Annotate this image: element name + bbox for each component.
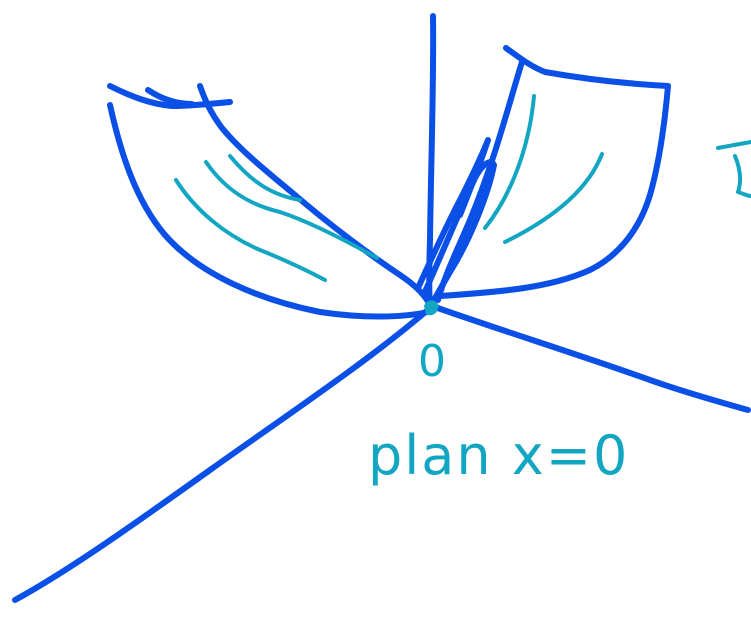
- edge-mark-top: [716, 140, 751, 150]
- right-axis-branch: [429, 303, 751, 413]
- right-petal-inner-edge: [435, 59, 525, 303]
- left-petal-top-edge-2: [145, 87, 195, 107]
- right-petal-outer-edge: [437, 83, 671, 299]
- right-shading-2: [503, 152, 604, 244]
- left-shading-2: [204, 160, 379, 260]
- left-shading-1: [174, 178, 327, 282]
- spike-stroke-2: [415, 137, 491, 291]
- spike-stroke-1: [421, 159, 497, 307]
- right-shading-1: [483, 94, 536, 230]
- origin-label: 0: [418, 336, 446, 387]
- left-axis-branch: [12, 305, 433, 603]
- left-shading-3: [228, 154, 302, 202]
- origin-dot: [424, 300, 439, 316]
- left-petal-top-edge: [107, 83, 233, 109]
- left-petal-inner-edge: [197, 83, 433, 308]
- edge-mark-bottom: [733, 154, 751, 198]
- right-petal-top-edge: [503, 45, 671, 89]
- left-petal-outline: [107, 102, 431, 320]
- plane-label: plan x=0: [368, 424, 630, 487]
